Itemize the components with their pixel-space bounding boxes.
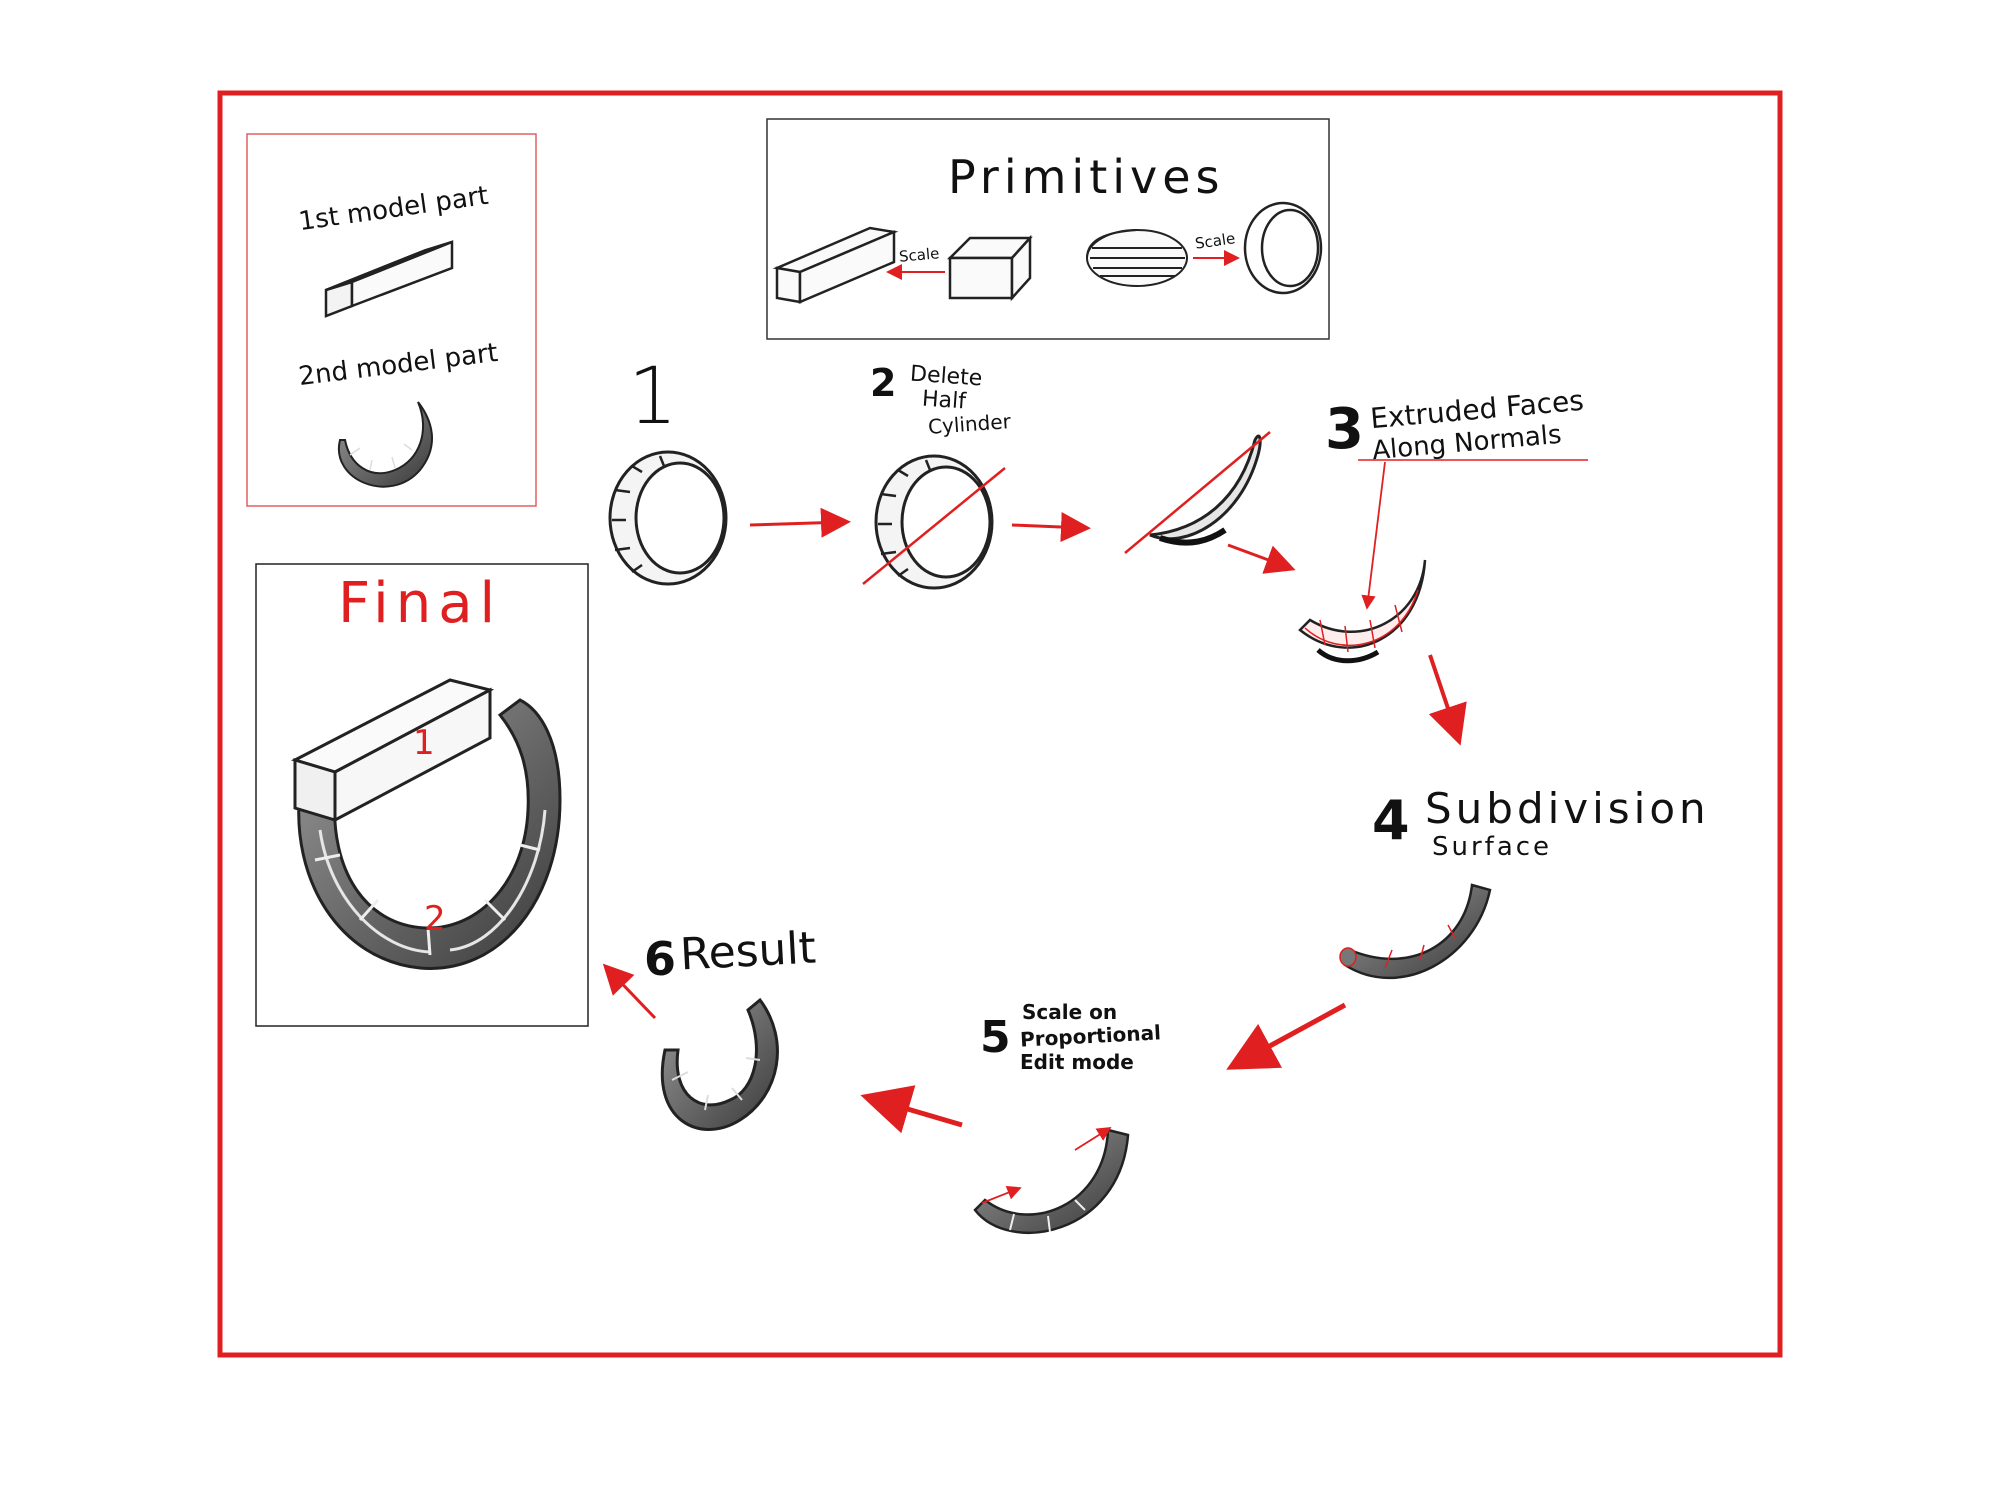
step5-scale-arrow-right: [1074, 1127, 1112, 1151]
step5-horn: [973, 1128, 1130, 1234]
step6-number: 6: [644, 932, 677, 986]
step6-text-line1: Result: [678, 922, 818, 981]
step3-normal-pointer: [1361, 461, 1386, 610]
step2-cut-line: [862, 467, 1006, 585]
step6-horn: [660, 997, 779, 1131]
step4-number: 4: [1372, 789, 1410, 852]
step5-text-line3: Edit mode: [1020, 1050, 1134, 1074]
final-title: Final: [338, 571, 503, 636]
final-part-1-label: 1: [413, 723, 435, 763]
step5-scale-arrow-left: [981, 1185, 1022, 1204]
primitives-box: [766, 118, 1330, 340]
arrow-step2-to-step3: [1011, 512, 1091, 543]
step4-horn: [1339, 883, 1492, 980]
primitives-scale-left-label: Scale: [898, 244, 941, 266]
arrow-step4-to-step5: [1226, 1002, 1347, 1070]
final-part-2-label: 2: [424, 899, 446, 939]
step1-ring: [608, 450, 728, 586]
arrow-step5-to-step6: [860, 1085, 963, 1134]
legend-box: [246, 133, 537, 507]
step2-text-line2: Half: [921, 386, 967, 415]
arrow-step1-to-step2: [749, 507, 851, 538]
arrow-step3-to-extrude: [1227, 543, 1296, 574]
step2-ring: [874, 454, 994, 590]
step2-number: 2: [870, 361, 897, 405]
legend-horn-shape: [337, 401, 433, 488]
step3-half-cylinder: [1149, 434, 1262, 546]
primitive-cube: [946, 234, 1033, 302]
step5-number: 5: [980, 1012, 1011, 1063]
outer-frame: [217, 90, 1783, 1358]
step2-text-line3: Cylinder: [927, 409, 1012, 439]
primitives-title: Primitives: [948, 150, 1225, 204]
final-assembly: [291, 678, 562, 970]
arrow-step3-to-step4: [1428, 654, 1467, 746]
step4-text-line2: Surface: [1432, 832, 1553, 862]
step1-number: 1: [628, 352, 678, 442]
legend-box-shape: [324, 240, 454, 318]
step3-cut-line: [1124, 431, 1271, 554]
arrow-step6-to-final: [602, 963, 657, 1020]
step5-text-line1: Scale on: [1022, 1000, 1118, 1024]
final-box: [255, 563, 589, 1027]
primitive-wide-cylinder: [1086, 229, 1188, 287]
step3-extruded-piece: [1298, 559, 1427, 664]
primitive-long-box: [772, 226, 899, 304]
step4-text-line1: Subdivision: [1425, 784, 1710, 833]
step2-text-line1: Delete: [909, 361, 984, 392]
primitive-ring: [1243, 201, 1323, 295]
step3-number: 3: [1325, 397, 1364, 462]
